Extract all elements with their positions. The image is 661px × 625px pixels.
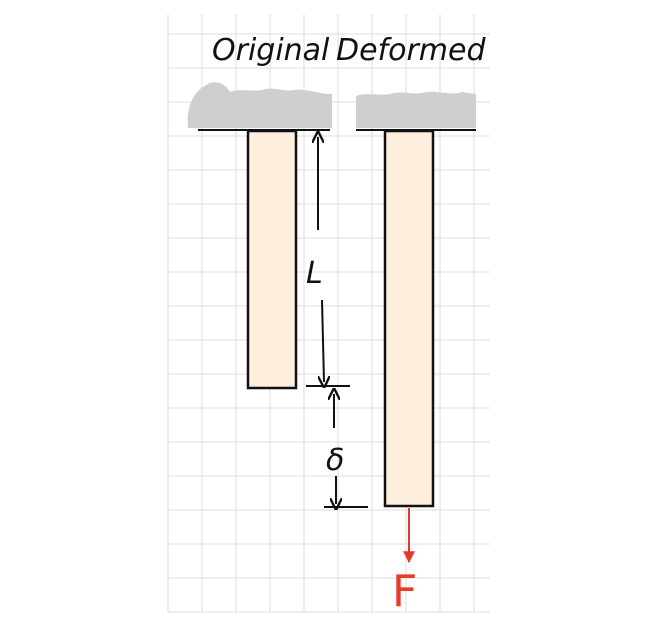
applied-force: F (392, 508, 417, 617)
deformed-bar (383, 129, 435, 508)
original-label: Original (212, 33, 330, 68)
elongation-symbol: δ (326, 443, 344, 478)
force-symbol: F (392, 566, 417, 617)
support-left (187, 82, 332, 131)
length-symbol: L (306, 256, 323, 291)
elongation-dimension: δ (324, 394, 368, 507)
deformed-label: Deformed (336, 33, 486, 68)
support-right (356, 91, 476, 131)
length-dimension: L (306, 137, 350, 386)
original-bar (246, 129, 298, 390)
